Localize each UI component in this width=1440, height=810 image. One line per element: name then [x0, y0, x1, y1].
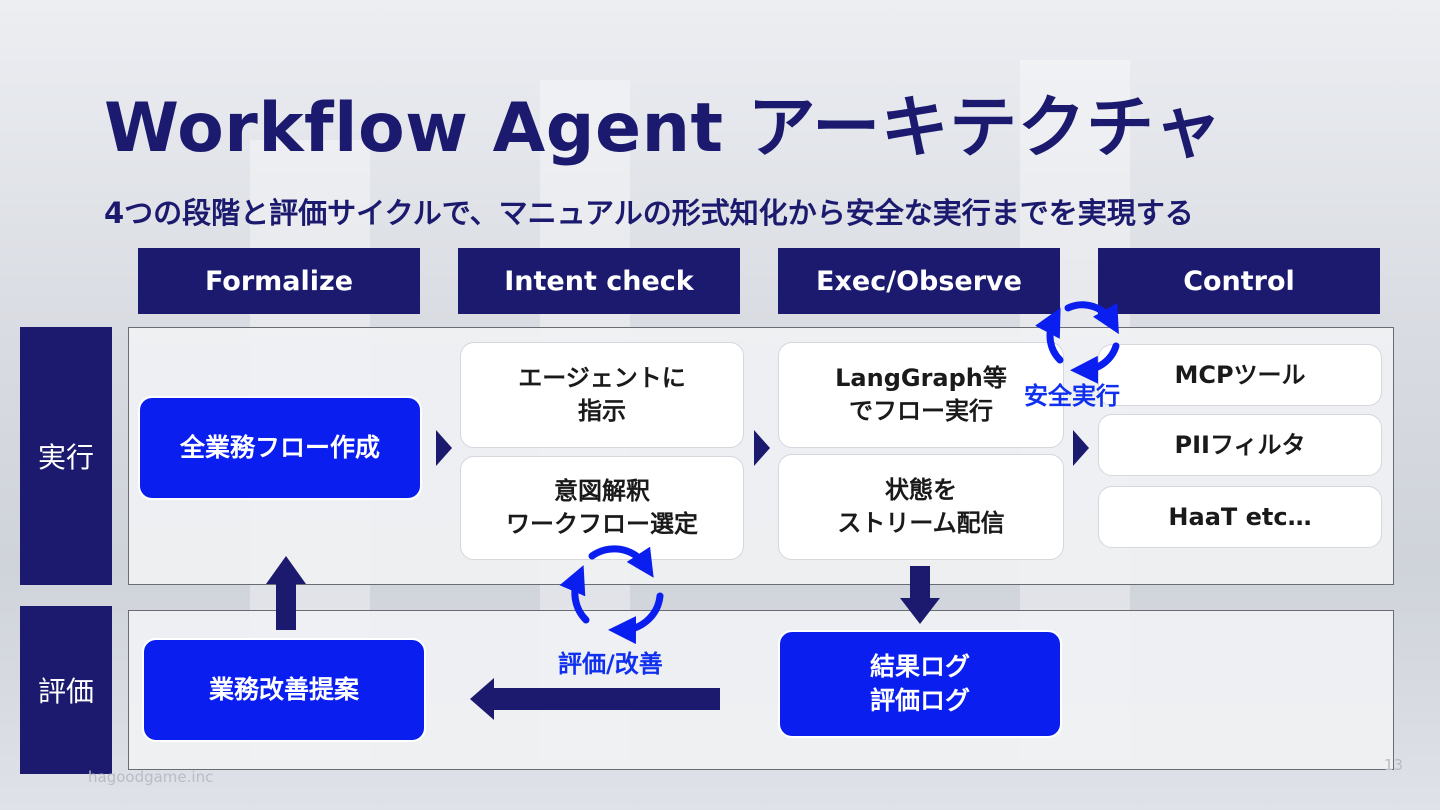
chevron-right-icon — [754, 430, 770, 466]
page-subtitle: 4つの段階と評価サイクルで、マニュアルの形式知化から安全な実行までを実現する — [104, 196, 1194, 230]
phase-exec-observe: Exec/Observe — [778, 248, 1060, 314]
full-flow-box: 全業務フロー作成 — [138, 396, 422, 500]
eval-improve-label: 評価/改善 — [558, 650, 663, 678]
page-title: Workflow Agent アーキテクチャ — [104, 89, 1223, 168]
mcp-tool-box: MCPツール — [1098, 344, 1382, 406]
chevron-right-icon — [436, 430, 452, 466]
footer-logo-text: hagoodgame.inc — [88, 768, 214, 786]
arrow-up-icon — [266, 556, 306, 630]
phase-control: Control — [1098, 248, 1380, 314]
phase-formalize: Formalize — [138, 248, 420, 314]
page-number: 13 — [1384, 756, 1404, 774]
pii-filter-box: PIIフィルタ — [1098, 414, 1382, 476]
phase-intent-check: Intent check — [458, 248, 740, 314]
improvement-proposal-box: 業務改善提案 — [142, 638, 426, 742]
result-log-box: 結果ログ 評価ログ — [778, 630, 1062, 738]
haat-box: HaaT etc… — [1098, 486, 1382, 548]
instruct-agent-box: エージェントに 指示 — [460, 342, 744, 448]
arrow-left-icon — [470, 678, 720, 720]
row-label-execute: 実行 — [20, 327, 112, 585]
arrow-down-icon — [900, 566, 940, 624]
safe-exec-label: 安全実行 — [1024, 382, 1120, 410]
stream-state-box: 状態を ストリーム配信 — [778, 454, 1064, 560]
row-label-evaluate: 評価 — [20, 606, 112, 774]
langgraph-exec-box: LangGraph等 でフロー実行 — [778, 342, 1064, 448]
cycle-icon — [559, 545, 664, 645]
intent-selection-box: 意図解釈 ワークフロー選定 — [460, 456, 744, 560]
chevron-right-icon — [1073, 430, 1089, 466]
cycle-icon — [1035, 301, 1120, 384]
